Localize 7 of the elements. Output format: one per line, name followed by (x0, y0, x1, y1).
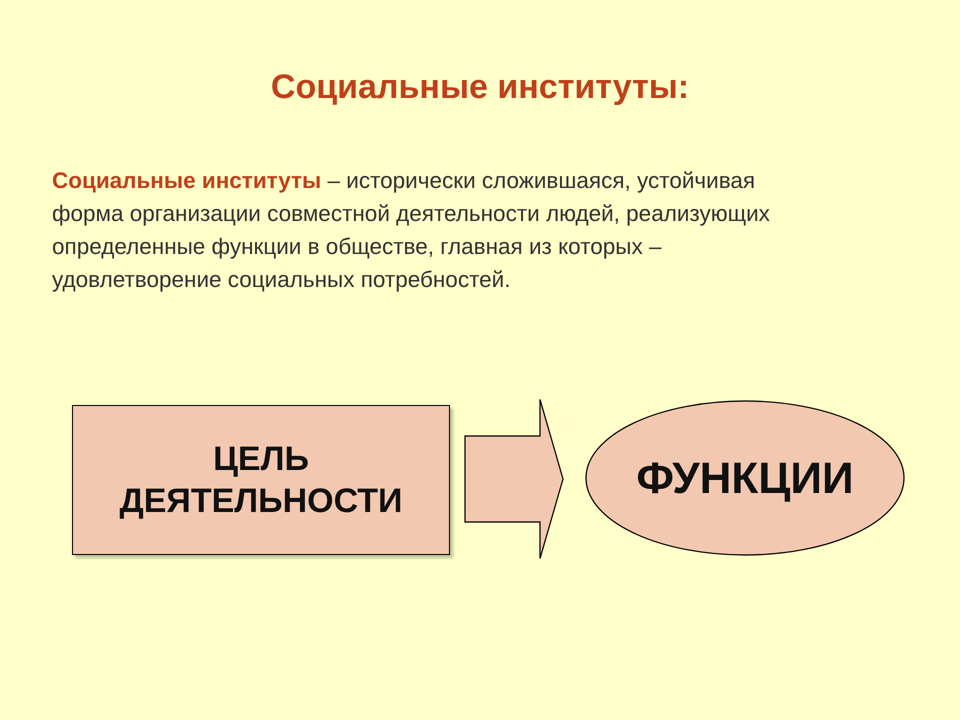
node-label: ФУНКЦИИ (635, 452, 855, 504)
title: Социальные институты: (270, 68, 690, 107)
node-label: ЦЕЛЬ ДЕЯТЕЛЬНОСТИ (118, 438, 404, 522)
block-arrow (464, 398, 564, 560)
ellipse-node (585, 400, 905, 556)
definition-paragraph: Социальные институты – исторически сложившаяся, устойчивая форма организации совместной деятельности людей, реализующих определенные функции в обществе, главная из которых – удовлетворение социальных потребностей. (52, 167, 771, 294)
rectangle-node (72, 405, 450, 555)
